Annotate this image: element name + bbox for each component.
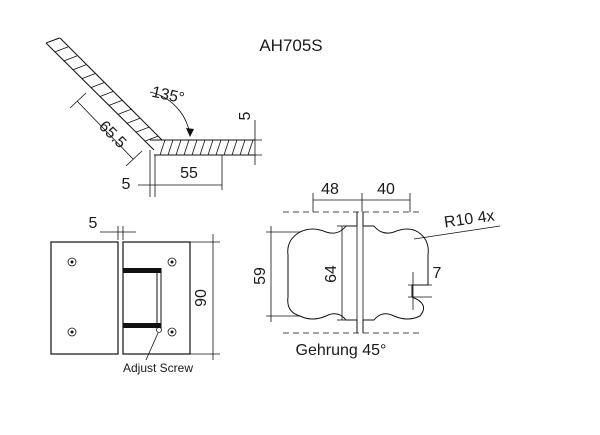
dim-height: 90 xyxy=(193,289,210,307)
hatch-line xyxy=(207,139,214,156)
right-glass-cutout xyxy=(362,212,429,333)
top-section-view: 135° 5 65.5 5 55 xyxy=(45,37,262,197)
radius-label: R10 4x xyxy=(443,208,496,232)
screw xyxy=(67,257,77,267)
dim-notch: 7 xyxy=(433,265,442,282)
dim-diagonal: 65.5 xyxy=(95,118,129,152)
screw xyxy=(67,327,77,337)
hatch-line xyxy=(135,126,150,133)
hatch-line xyxy=(199,139,206,156)
hatch-line xyxy=(175,139,182,156)
screw xyxy=(167,327,177,337)
dim-thickness-right: 5 xyxy=(237,111,254,120)
hatch-line xyxy=(90,82,105,88)
miter-label: Gehrung 45° xyxy=(296,342,387,359)
hatch-line xyxy=(144,135,159,142)
hatch-line xyxy=(45,37,60,44)
hatch-line xyxy=(54,46,69,53)
hatch-line xyxy=(99,91,114,97)
horizontal-glass-panel xyxy=(150,139,255,156)
hatch-line xyxy=(215,139,222,156)
hinge-body xyxy=(123,268,162,328)
dim-length: 55 xyxy=(180,165,198,182)
hatch-line xyxy=(247,139,254,156)
drawing-title: AH705S xyxy=(259,36,322,55)
hatch-line xyxy=(223,139,230,156)
dim-center-height: 64 xyxy=(323,265,340,283)
dim-left-height: 59 xyxy=(252,267,269,285)
dim-right-width: 40 xyxy=(377,181,395,198)
hatch-line xyxy=(126,117,141,124)
angle-arrow xyxy=(186,128,194,137)
angle-label: 135° xyxy=(150,84,186,108)
glass-cutout-view: 48 40 59 64 R10 4x 7 Gehrung 45° xyxy=(252,181,501,359)
dim-thickness-left: 5 xyxy=(122,176,131,193)
hatch-line xyxy=(159,139,166,156)
hatch-line xyxy=(81,73,96,80)
hatch-line xyxy=(191,139,198,156)
left-plate xyxy=(50,241,119,355)
screw xyxy=(167,257,177,267)
diagonal-glass-panel xyxy=(45,37,163,151)
callout-leader xyxy=(145,332,159,361)
hatch-line xyxy=(117,108,132,115)
hatch-line xyxy=(72,64,87,71)
hatch-line xyxy=(167,139,174,156)
dim-gap: 5 xyxy=(89,215,98,232)
hatch-line xyxy=(183,139,190,156)
hatch-line xyxy=(108,100,123,106)
hatch-line xyxy=(239,139,246,156)
front-view: 5 Adjust Screw 90 xyxy=(50,215,220,375)
dim-left-width: 48 xyxy=(321,181,339,198)
hatch-line xyxy=(231,139,238,156)
hatch-line xyxy=(63,55,78,62)
adjust-screw xyxy=(156,327,162,333)
adjust-screw-label: Adjust Screw xyxy=(123,361,193,375)
radius-leader xyxy=(413,225,501,240)
left-glass-cutout xyxy=(287,212,358,333)
